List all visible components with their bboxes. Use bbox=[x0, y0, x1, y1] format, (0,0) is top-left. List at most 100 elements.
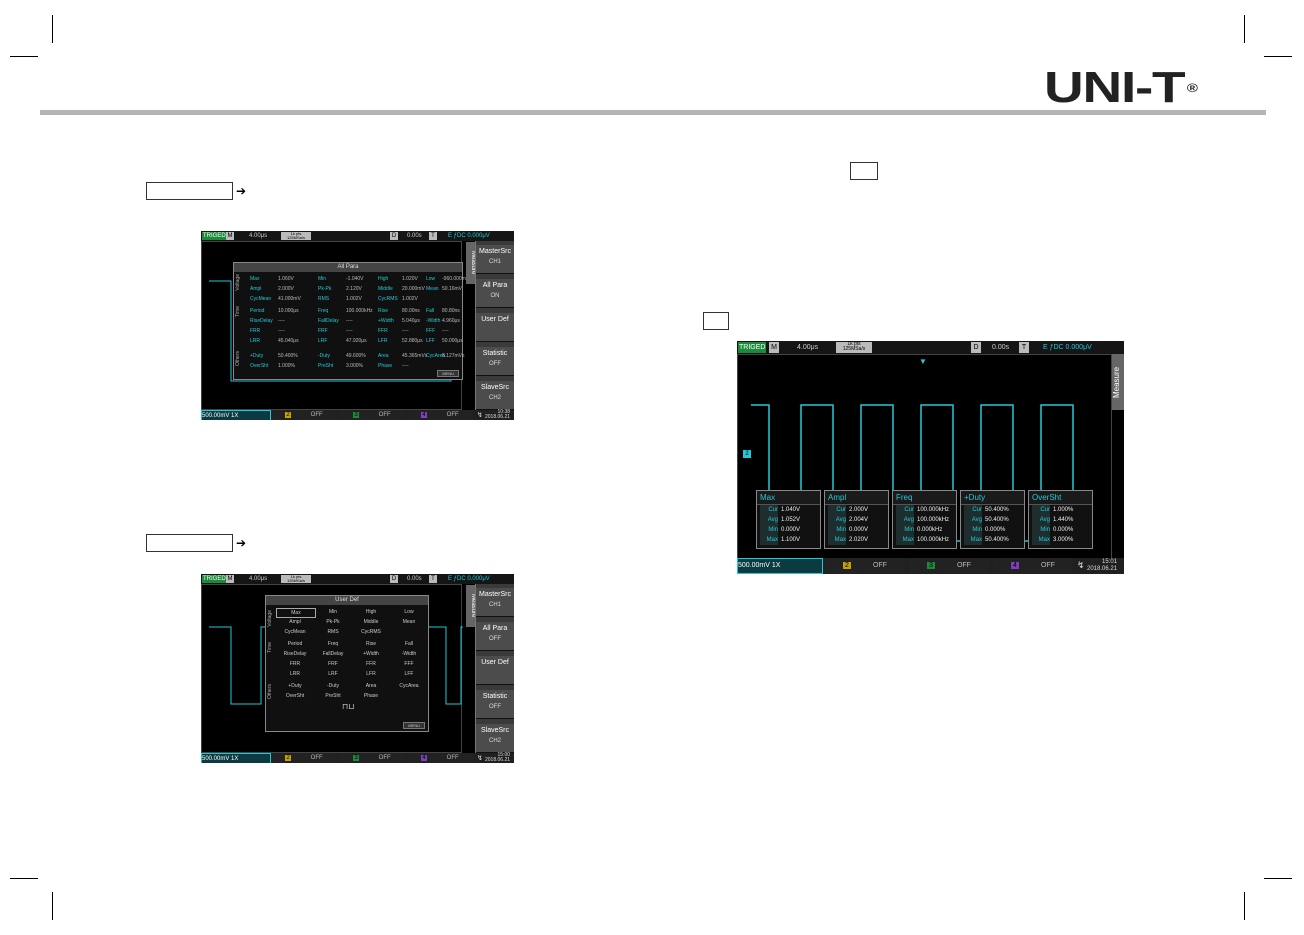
stat-value: 1.100V bbox=[781, 537, 801, 543]
stat-key: Max bbox=[828, 535, 846, 545]
measure-option[interactable]: Area bbox=[365, 683, 377, 689]
menu-item-value: CH1 bbox=[488, 259, 501, 265]
menu-item[interactable]: User Def bbox=[476, 656, 514, 685]
measure-option[interactable]: -Duty bbox=[327, 683, 339, 689]
param-name: Middle bbox=[378, 286, 393, 292]
measure-option[interactable]: Period bbox=[287, 641, 303, 647]
param-value: 2.120V bbox=[346, 286, 362, 292]
stat-value: 0.000% bbox=[985, 527, 1006, 533]
measure-option[interactable]: Max bbox=[276, 608, 316, 618]
measure-option[interactable]: Rise bbox=[365, 641, 376, 647]
measure-option[interactable]: LRR bbox=[289, 671, 300, 677]
measure-tab: Measure bbox=[1112, 354, 1124, 410]
measure-option[interactable]: Freq bbox=[327, 641, 339, 647]
trigger-label: T bbox=[1019, 342, 1029, 353]
key-box bbox=[703, 312, 729, 330]
measure-option[interactable]: CycMean bbox=[284, 629, 306, 635]
menu-button[interactable]: MENU bbox=[437, 370, 459, 377]
measure-option[interactable]: RiseDelay bbox=[283, 651, 307, 657]
measure-option[interactable]: Fall bbox=[404, 641, 414, 647]
stat-value: 100.000kHz bbox=[917, 517, 950, 523]
ch1-setting[interactable]: 500.00mV 1X bbox=[737, 558, 823, 574]
param-value: ---- bbox=[346, 318, 353, 324]
measure-option[interactable]: +Width bbox=[363, 651, 379, 657]
measure-option[interactable]: LFR bbox=[366, 671, 376, 677]
measure-option[interactable]: Ampl bbox=[289, 619, 301, 625]
measure-option[interactable]: FFR bbox=[366, 661, 376, 667]
measure-option[interactable]: FRF bbox=[328, 661, 338, 667]
param-name: Ampl bbox=[250, 286, 262, 292]
measure-option[interactable]: Low bbox=[404, 609, 414, 615]
ch1-setting[interactable]: 500.00mV 1X bbox=[201, 753, 271, 763]
measure-option[interactable]: FRR bbox=[289, 661, 301, 667]
measure-option[interactable]: FallDelay bbox=[322, 651, 344, 657]
measure-option[interactable]: FFF bbox=[404, 661, 414, 667]
param-value: ---- bbox=[278, 318, 285, 324]
ch1-setting[interactable]: 500.00mV 1X bbox=[201, 410, 271, 420]
measure-option[interactable]: LFF bbox=[404, 671, 414, 677]
menu-item-value: CH1 bbox=[488, 602, 501, 608]
measure-option[interactable]: Pk-Pk bbox=[326, 619, 340, 625]
stat-key: Max bbox=[760, 535, 778, 545]
measure-option[interactable]: Min bbox=[328, 609, 338, 615]
usb-icon: ↯ bbox=[477, 412, 483, 419]
trigger-label: T bbox=[429, 232, 437, 240]
menu-button[interactable]: MENU bbox=[403, 722, 425, 729]
measure-option[interactable]: Phase bbox=[363, 693, 379, 699]
param-name: High bbox=[378, 276, 389, 282]
stat-key: Min bbox=[760, 525, 778, 535]
measure-option[interactable]: Middle bbox=[363, 619, 379, 625]
measure-option[interactable]: LRF bbox=[328, 671, 338, 677]
param-name: OverSht bbox=[250, 363, 269, 369]
delay-label: D bbox=[390, 575, 398, 583]
param-value: 47.920μs bbox=[346, 338, 367, 344]
param-value: 50.400% bbox=[278, 353, 298, 359]
measure-option[interactable]: High bbox=[365, 609, 377, 615]
stat-value: 2.000V bbox=[849, 507, 869, 513]
measure-option[interactable]: OverSht bbox=[285, 693, 305, 699]
measure-option[interactable]: RMS bbox=[327, 629, 339, 635]
measure-option[interactable]: CycArea bbox=[399, 683, 419, 689]
measure-option[interactable]: +Duty bbox=[288, 683, 302, 689]
crop-mark bbox=[1244, 892, 1245, 920]
header-rule bbox=[40, 110, 1266, 115]
measure-option[interactable]: CycRMS bbox=[361, 629, 381, 635]
param-name: Rise bbox=[378, 308, 389, 314]
measure-option[interactable]: Mean bbox=[402, 619, 416, 625]
trigger-info: E ƒDC 0.000μV bbox=[1043, 344, 1092, 351]
measure-option[interactable]: PreSht bbox=[325, 693, 341, 699]
param-name: FallDelay bbox=[318, 318, 339, 324]
menu-item[interactable]: User Def bbox=[476, 313, 514, 342]
measure-option[interactable]: -Width bbox=[401, 651, 417, 657]
stat-value: 0.000kHz bbox=[917, 527, 943, 533]
menu-item-value: CH2 bbox=[488, 738, 501, 744]
